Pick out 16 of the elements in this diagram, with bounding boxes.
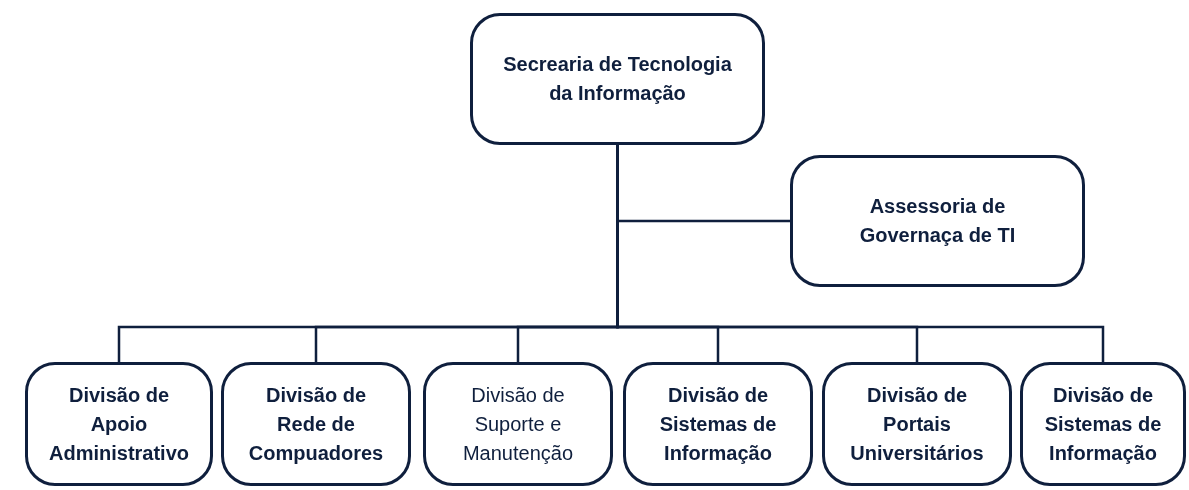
org-box <box>1020 362 1186 486</box>
org-box <box>822 362 1012 486</box>
unit-name: Divisão de Suporte e Manutenção <box>461 382 575 466</box>
org-box <box>423 362 613 486</box>
org-box <box>470 13 765 145</box>
org-box <box>790 155 1085 287</box>
org-box <box>25 362 213 486</box>
unit-name: Divisão de Sistemas de Informação <box>658 382 778 466</box>
unit-name: Assessoria de Governaça de TI <box>858 194 1017 248</box>
unit-name: Divisão de Apoio Administrativo <box>48 382 190 466</box>
org-box <box>623 362 813 486</box>
unit-name: Secrearia de Tecnologia da Informação <box>502 52 733 106</box>
unit-name: Divisão de Sistemas de Informação <box>1043 382 1163 466</box>
unit-name: Divisão de Portais Universitários <box>849 382 985 466</box>
org-box <box>221 362 411 486</box>
unit-name: Divisão de Rede de Compuadores <box>247 382 385 466</box>
